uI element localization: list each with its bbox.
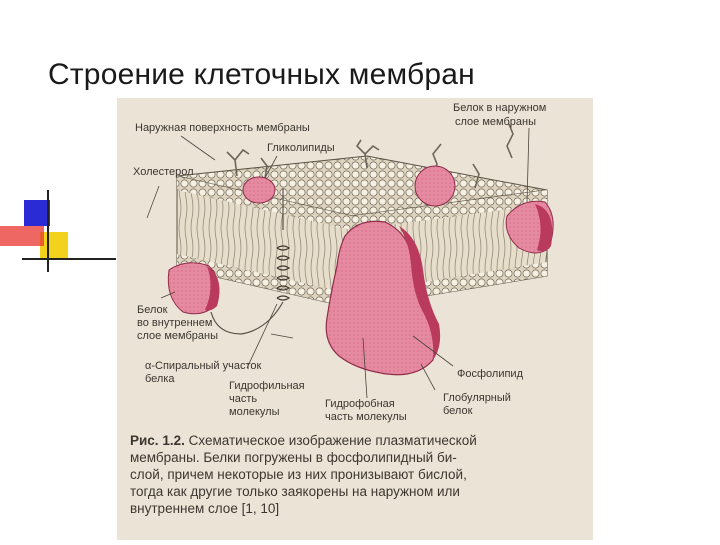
label-glycolipids: Гликолипиды <box>267 142 335 154</box>
slide-title: Строение клеточных мембран <box>48 58 475 92</box>
deco-blue-square <box>24 200 50 226</box>
label-phospholipid: Фосфолипид <box>457 368 523 380</box>
label-hydrophilic-line2: часть <box>229 393 257 405</box>
caption-text-1: Схематическое изображение плазматической <box>189 433 477 448</box>
label-inner-protein-line2: во внутреннем <box>137 317 212 329</box>
caption-line-1: Рис. 1.2. Схематическое изображение плаз… <box>130 432 590 449</box>
label-hydrophilic-line3: молекулы <box>229 406 280 418</box>
slide-decoration <box>0 0 120 300</box>
caption-line-4: тогда как другие только заякорены на нар… <box>130 483 590 500</box>
label-cholesterol: Холестерол <box>133 166 194 178</box>
label-helix-line1: α-Спиральный участок <box>145 360 261 372</box>
label-outer-protein-line2: слое мембраны <box>455 116 536 128</box>
label-globular-line2: белок <box>443 405 472 417</box>
deco-yellow-square <box>40 232 68 258</box>
outer-protein <box>415 166 455 206</box>
caption-line-5: внутреннем слое [1, 10] <box>130 500 590 517</box>
figure-caption: Рис. 1.2. Схематическое изображение плаз… <box>130 432 590 517</box>
label-globular-line1: Глобулярный <box>443 392 511 404</box>
label-outer-protein-line1: Белок в наружном <box>453 102 546 114</box>
caption-fig-label: Рис. 1.2. <box>130 433 185 448</box>
label-hydrophilic-line1: Гидрофильная <box>229 380 305 392</box>
label-hydrophobic-line1: Гидрофобная <box>325 398 395 410</box>
caption-line-3: слой, причем некоторые из них пронизываю… <box>130 466 590 483</box>
label-inner-protein-line3: слое мембраны <box>137 330 218 342</box>
deco-red-bar <box>0 226 44 246</box>
caption-line-2: мембраны. Белки погружены в фосфолипидны… <box>130 449 590 466</box>
label-hydrophobic-line2: часть молекулы <box>325 411 407 423</box>
glycolipid-chain <box>507 124 513 158</box>
outer-protein <box>243 177 275 203</box>
label-inner-protein-line1: Белок <box>137 304 167 316</box>
label-outer-surface: Наружная поверхность мембраны <box>135 122 310 134</box>
label-helix-line2: белка <box>145 373 175 385</box>
